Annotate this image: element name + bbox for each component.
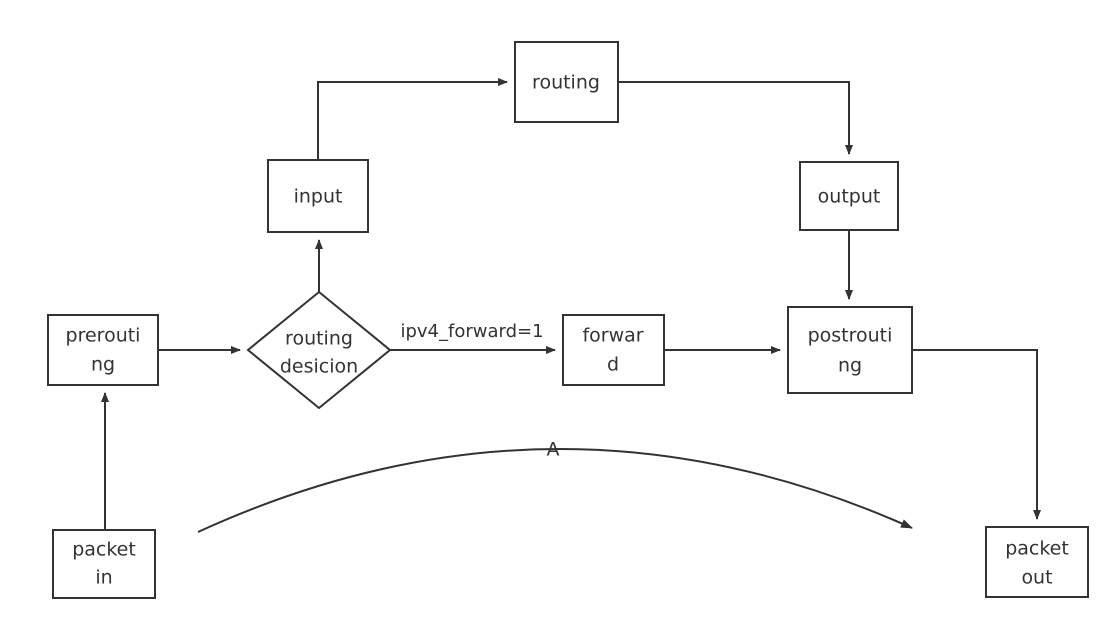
routing-box[interactable] xyxy=(514,41,619,123)
postrouting-box[interactable] xyxy=(787,306,913,394)
prerouting-label-line2: ng xyxy=(91,354,115,376)
routing-label: routing xyxy=(532,72,600,94)
input-label: input xyxy=(294,186,343,208)
postrouting-label-line1: postrouti xyxy=(808,325,893,347)
node-prerouting[interactable]: prerouti ng xyxy=(47,314,159,386)
edge-input-to-routing xyxy=(317,78,508,160)
packet-out-box[interactable] xyxy=(985,526,1089,598)
forward-label-line2: d xyxy=(607,354,619,376)
routing-decision-label-line2: desicion xyxy=(280,356,358,378)
prerouting-box[interactable] xyxy=(47,314,159,386)
node-packet-in[interactable]: packet in xyxy=(52,529,156,599)
node-forward[interactable]: forwar d xyxy=(562,314,665,386)
edge-label-arc-a: A xyxy=(547,439,560,461)
packet-in-label-line2: in xyxy=(95,567,112,589)
node-routing-decision[interactable]: routing desicion xyxy=(246,290,392,410)
edge-routing-to-output xyxy=(618,81,853,155)
packet-out-label-line1: packet xyxy=(1005,538,1069,560)
node-routing[interactable]: routing xyxy=(514,41,619,123)
node-output[interactable]: output xyxy=(799,161,899,231)
input-box[interactable] xyxy=(267,159,369,233)
edge-label-ipv4-forward: ipv4_forward=1 xyxy=(400,321,543,342)
packet-in-label-line1: packet xyxy=(72,539,136,561)
routing-decision-diamond[interactable] xyxy=(246,290,392,410)
node-packet-out[interactable]: packet out xyxy=(985,526,1089,598)
edge-postrouting-to-packetout xyxy=(912,349,1041,520)
output-label: output xyxy=(818,186,881,208)
prerouting-label-line1: prerouti xyxy=(66,325,141,347)
packet-out-label-line2: out xyxy=(1021,567,1052,589)
routing-decision-label-line1: routing xyxy=(285,328,353,350)
node-postrouting[interactable]: postrouti ng xyxy=(787,306,913,394)
output-box[interactable] xyxy=(799,161,899,231)
forward-box[interactable] xyxy=(562,314,665,386)
postrouting-label-line2: ng xyxy=(838,355,862,377)
packet-in-box[interactable] xyxy=(52,529,156,599)
node-input[interactable]: input xyxy=(267,159,369,233)
edge-arc-a xyxy=(197,448,913,533)
forward-label-line1: forwar xyxy=(582,325,643,347)
